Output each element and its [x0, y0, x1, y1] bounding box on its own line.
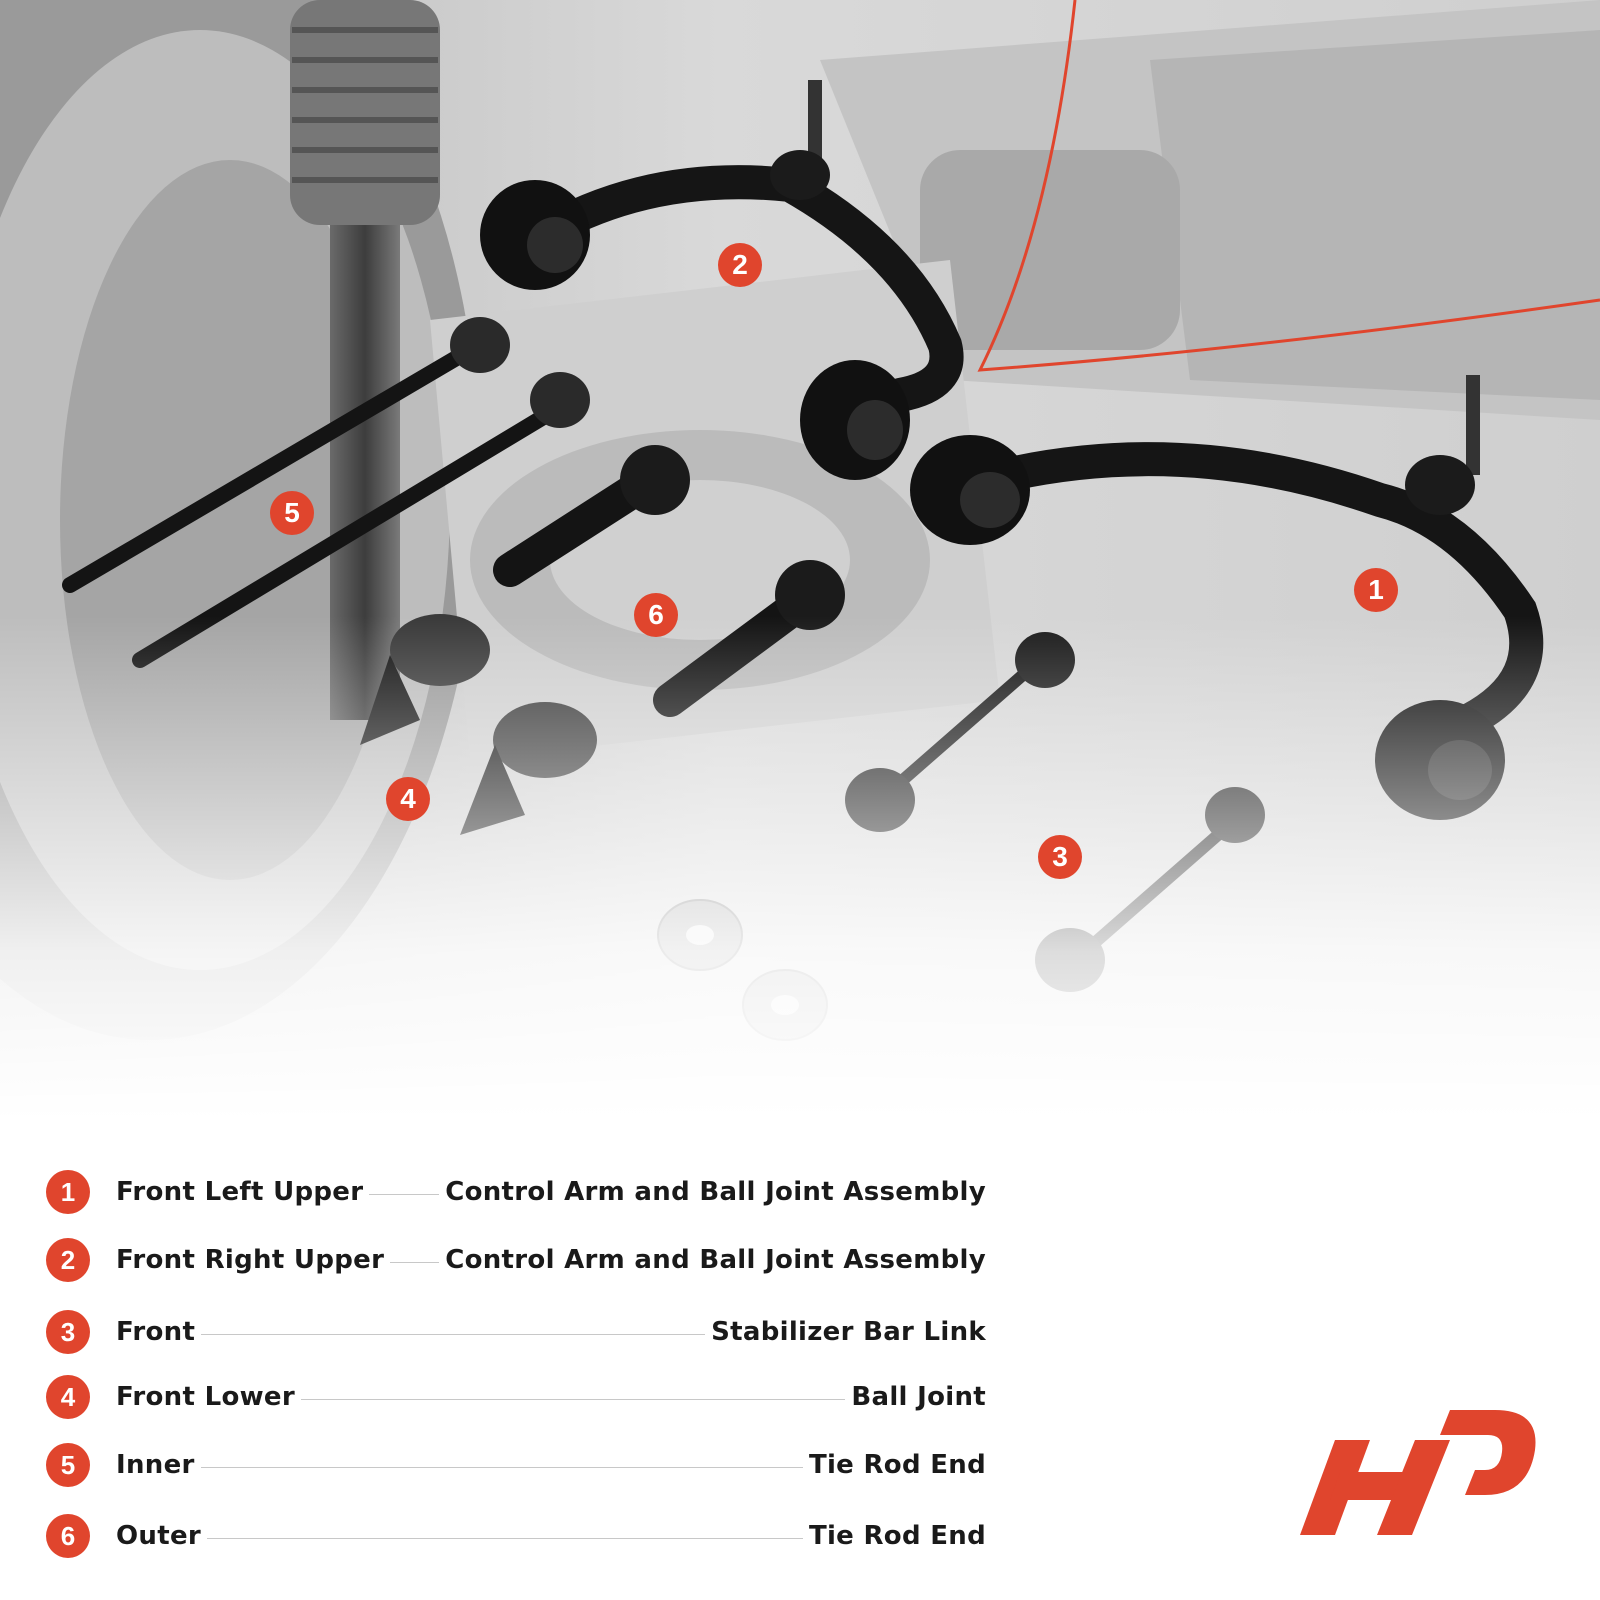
legend-position: Outer [116, 1521, 201, 1551]
legend-position: Inner [116, 1450, 195, 1480]
legend-part-name: Tie Rod End [808, 1450, 986, 1480]
legend-position: Front Left Upper [116, 1177, 364, 1207]
legend-number: 5 [46, 1443, 90, 1487]
legend-leader-line [201, 1333, 706, 1335]
legend-part-name: Stabilizer Bar Link [711, 1317, 986, 1347]
photo-marker-4: 4 [386, 777, 430, 821]
photo-marker-5: 5 [270, 491, 314, 535]
legend-leader-line [300, 1398, 846, 1400]
photo-marker-2: 2 [718, 243, 762, 287]
legend-number: 1 [46, 1170, 90, 1214]
legend-leader-line [369, 1193, 440, 1195]
legend-number: 6 [46, 1514, 90, 1558]
legend-row-5: 5 Inner Tie Rod End [46, 1441, 986, 1489]
legend-position: Front Lower [116, 1382, 295, 1412]
legend-part-name: Control Arm and Ball Joint Assembly [445, 1177, 986, 1207]
legend-position: Front Right Upper [116, 1245, 385, 1275]
legend-leader-line [207, 1537, 803, 1539]
legend-row-1: 1 Front Left Upper Control Arm and Ball … [46, 1168, 986, 1216]
legend-leader-line [390, 1261, 440, 1263]
legend-number: 4 [46, 1375, 90, 1419]
photo-marker-3: 3 [1038, 835, 1082, 879]
legend-number: 2 [46, 1238, 90, 1282]
product-photo [0, 0, 1600, 1120]
legend-part-name: Control Arm and Ball Joint Assembly [445, 1245, 986, 1275]
legend-leader-line [200, 1466, 803, 1468]
legend-part-name: Ball Joint [851, 1382, 986, 1412]
legend-row-4: 4 Front Lower Ball Joint [46, 1373, 986, 1421]
legend-row-2: 2 Front Right Upper Control Arm and Ball… [46, 1236, 986, 1284]
photo-marker-6: 6 [634, 593, 678, 637]
photo-marker-1: 1 [1354, 568, 1398, 612]
suspension-parts-illustration [0, 0, 1600, 1120]
legend-number: 3 [46, 1310, 90, 1354]
legend-part-name: Tie Rod End [808, 1521, 986, 1551]
legend-row-3: 3 Front Stabilizer Bar Link [46, 1308, 986, 1356]
legend-position: Front [116, 1317, 196, 1347]
a-premium-logo-icon [1300, 1410, 1536, 1535]
legend-row-6: 6 Outer Tie Rod End [46, 1512, 986, 1560]
